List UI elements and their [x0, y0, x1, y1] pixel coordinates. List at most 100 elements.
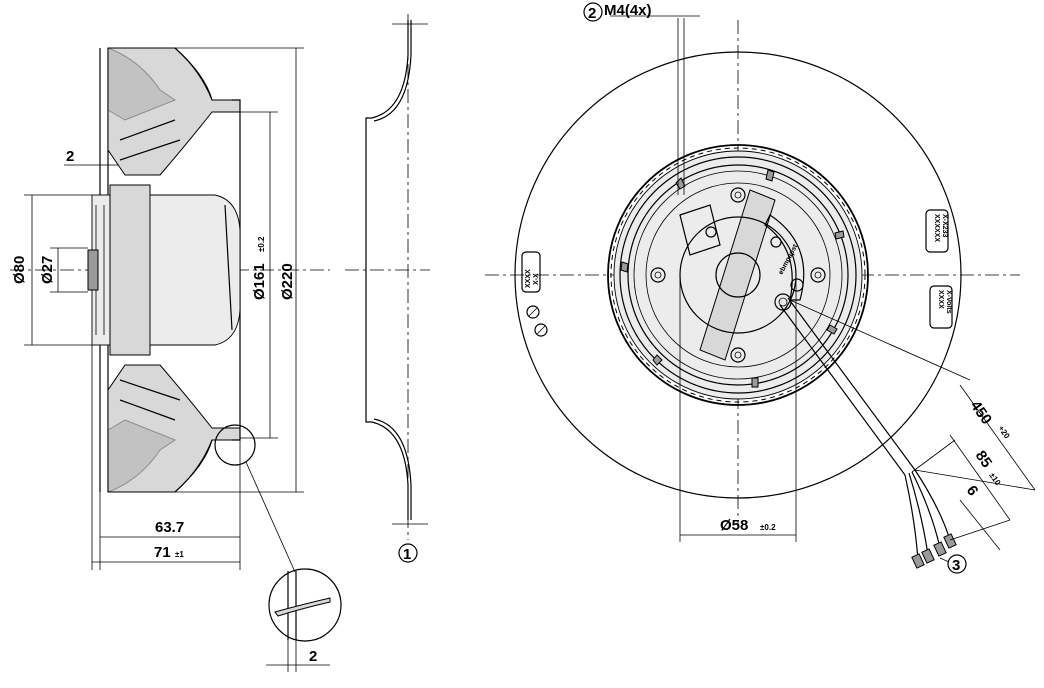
dim-d58-tol: ±0.2 [760, 523, 776, 532]
blade-lines-bottom [119, 379, 181, 421]
motor-label-plate [679, 204, 721, 256]
dim-85-tol: ±10 [987, 471, 1002, 487]
detail-leader [245, 461, 296, 573]
motor-rotor [149, 194, 241, 346]
mount-hole-top-inner [734, 191, 742, 199]
motor-hub-center [715, 252, 761, 298]
ground-screw [790, 278, 804, 292]
callout-2-circle [583, 2, 603, 22]
mount-hole-left [650, 267, 666, 283]
dim-d80-label: Ø80 [11, 256, 28, 284]
callout-3-label: 3 [952, 557, 960, 574]
mount-hole-left-inner [654, 271, 662, 279]
dim-d58-label: Ø58 [720, 517, 748, 534]
rivet-2 [765, 169, 775, 182]
label-right-box-bottom [929, 285, 953, 329]
nozzle-profile-inner-top [373, 20, 412, 122]
symbol-left-1 [526, 305, 540, 319]
motor-screw [770, 236, 782, 248]
nozzle-profile [365, 20, 409, 520]
wire-4 [914, 469, 951, 541]
wire-end-3 [933, 541, 947, 557]
inlet-nozzle-view: 1 [345, 14, 430, 563]
side-view: Ø80 Ø27 2 Ø161 ±0.2 Ø220 63.7 71 ±1 [10, 47, 342, 672]
label-right-4: X-Volts [945, 290, 952, 314]
dim-85-label: 85 [972, 448, 995, 471]
wire-end-4 [943, 533, 957, 549]
dim-d220-label: Ø220 [279, 263, 296, 300]
rivet-3 [834, 230, 845, 240]
dim-450-line [959, 384, 1036, 491]
label-right-box-top [925, 209, 949, 253]
callout-1-label: 1 [403, 546, 411, 563]
dim-2-detail-label: 2 [309, 648, 317, 665]
callout-2-label: 2 [588, 5, 596, 22]
detail-dash-arc [304, 568, 342, 606]
label-left-2: X-X [533, 273, 540, 285]
ext-85-start [911, 439, 956, 473]
motor-shaft-connector [87, 249, 99, 291]
rivet-6 [652, 354, 663, 366]
motor-outer [627, 164, 849, 386]
cable-upper [779, 304, 906, 476]
detail-circle-small [214, 424, 256, 466]
cable-gland-inner [778, 297, 788, 307]
wire-1 [904, 474, 919, 561]
blade-ring-inner [619, 156, 857, 394]
ext-85-end [949, 519, 1011, 541]
dim-85-line [949, 434, 1011, 521]
callout-3-circle [947, 554, 967, 574]
blade-curve-bottom [174, 439, 213, 493]
motor-spoke-diagonal [699, 189, 776, 361]
ext-450-end [914, 469, 1036, 491]
label-right-1: XXXXXX [933, 214, 940, 242]
mount-hole-bottom [730, 347, 746, 363]
detail-lip [274, 597, 331, 617]
dim-71-label: 71 [154, 544, 171, 561]
wire-end-1 [911, 553, 925, 569]
mount-hole-right-inner [814, 271, 822, 279]
wire-3 [911, 471, 941, 549]
front-view: ebmpapst 3 450 +20 85 ±10 6 Ø58 ±0.2 [485, 2, 1036, 574]
motor-rim [633, 170, 843, 380]
dim-2-top-label: 2 [66, 148, 74, 165]
label-left-1: XXXX [525, 269, 532, 288]
blade-lines-top [119, 119, 181, 161]
dim-d161-label: Ø161 [251, 263, 268, 300]
mount-hole-right [810, 267, 826, 283]
motor-inner-rim [645, 182, 831, 368]
wire-2 [908, 472, 929, 556]
motor-stator [109, 184, 151, 356]
blade-ring-outer [607, 144, 869, 406]
blade-shade-bottom [107, 419, 177, 493]
rotor-rib [224, 204, 233, 331]
callout-1-circle [398, 543, 418, 563]
symbol-left-1-slash [528, 307, 538, 317]
dim-450-tol: +20 [996, 424, 1011, 441]
rivet-7 [751, 377, 759, 388]
label-right-2: X-X233 [941, 214, 948, 237]
blade-shade-top [107, 47, 177, 121]
dim-63-label: 63.7 [155, 519, 184, 536]
blade-curve-top [174, 47, 213, 101]
label-left-box [521, 251, 541, 293]
mount-hole-bottom-inner [734, 351, 742, 359]
cable-lower [787, 297, 916, 471]
symbol-left-2-slash [536, 325, 546, 335]
wire-end-2 [921, 548, 935, 564]
dim-6-label: 6 [963, 483, 982, 500]
dim-450-label: 450 [967, 398, 995, 428]
callout-3-leader [939, 557, 950, 563]
rivet-4 [620, 261, 629, 273]
mount-hole-top [730, 187, 746, 203]
dim-71-tol: ±1 [175, 550, 184, 559]
ext-450-start [789, 299, 971, 381]
dim-d27-label: Ø27 [39, 256, 56, 284]
nozzle-profile-inner-bottom [373, 418, 412, 520]
label-screw [705, 226, 717, 238]
blade-ring-teeth [610, 147, 866, 403]
impeller-outer-disc [514, 51, 962, 499]
rivet-5 [826, 324, 838, 335]
label-right-3: XXXX [937, 290, 944, 309]
